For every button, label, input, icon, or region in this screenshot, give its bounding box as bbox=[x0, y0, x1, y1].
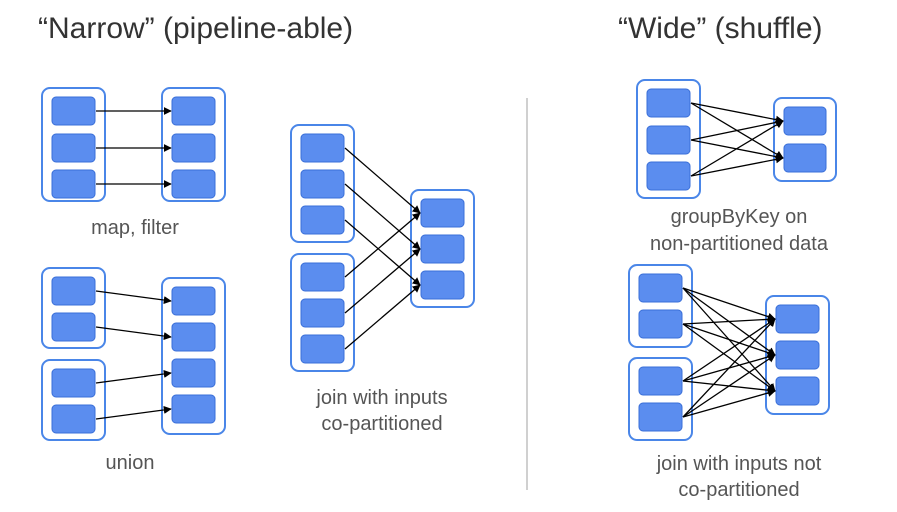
dependency-arrow bbox=[682, 389, 776, 418]
dependency-arrow bbox=[344, 284, 421, 350]
partition bbox=[171, 169, 216, 199]
dependency-arrow bbox=[682, 318, 776, 382]
dependency-arrow bbox=[95, 326, 172, 341]
partition bbox=[171, 96, 216, 126]
dependency-arrow bbox=[682, 323, 776, 357]
partition bbox=[638, 402, 683, 432]
partition bbox=[646, 88, 691, 118]
dependency-arrow bbox=[682, 287, 776, 321]
dependency-arrow bbox=[690, 120, 784, 177]
union-diagram bbox=[41, 267, 226, 441]
dependency-arrow bbox=[690, 118, 784, 141]
groupbykey-caption-line1: groupByKey on bbox=[670, 206, 808, 228]
partition bbox=[51, 276, 96, 306]
partition bbox=[300, 262, 345, 292]
partition bbox=[171, 394, 216, 424]
dependency-arrow bbox=[682, 323, 776, 392]
partition bbox=[638, 366, 683, 396]
dependency-arrow bbox=[344, 147, 421, 214]
join-copartitioned-diagram bbox=[290, 124, 475, 372]
dependency-arrow bbox=[344, 183, 421, 250]
partition bbox=[775, 376, 820, 406]
partition bbox=[51, 368, 96, 398]
partition bbox=[420, 270, 465, 300]
dependency-arrow bbox=[682, 315, 776, 325]
partition bbox=[646, 161, 691, 191]
groupbykey-diagram bbox=[636, 79, 837, 199]
dependency-arrow bbox=[344, 212, 421, 278]
partition bbox=[51, 312, 96, 342]
dependency-arrow bbox=[690, 102, 784, 124]
partition bbox=[300, 169, 345, 199]
map-filter-diagram bbox=[41, 87, 226, 202]
partition bbox=[51, 133, 96, 163]
dependency-arrow bbox=[95, 290, 172, 305]
dependency-arrow bbox=[344, 248, 421, 314]
partition bbox=[638, 309, 683, 339]
partition bbox=[300, 298, 345, 328]
join-not-copartitioned-caption-line1: join with inputs not bbox=[656, 453, 822, 475]
section-divider bbox=[526, 98, 528, 490]
partition bbox=[783, 106, 827, 136]
dependency-arrow bbox=[95, 405, 172, 420]
join-copartitioned-caption-line1: join with inputs bbox=[316, 387, 448, 409]
wide-title: “Wide” (shuffle) bbox=[618, 12, 823, 45]
partition bbox=[783, 143, 827, 173]
dependency-arrow bbox=[682, 354, 776, 418]
join-not-copartitioned-diagram bbox=[628, 264, 830, 441]
dependency-arrow bbox=[344, 219, 421, 286]
partition bbox=[51, 404, 96, 434]
join-not-copartitioned-caption-line2: co-partitioned bbox=[678, 479, 800, 501]
partition bbox=[300, 205, 345, 235]
dependency-arrow bbox=[690, 155, 784, 177]
partition bbox=[646, 125, 691, 155]
dependency-arrow bbox=[682, 318, 776, 418]
partition bbox=[171, 286, 216, 316]
partition bbox=[300, 334, 345, 364]
groupbykey-caption-line2: non-partitioned data bbox=[650, 233, 828, 255]
union-caption: union bbox=[105, 452, 155, 474]
partition bbox=[638, 273, 683, 303]
partition bbox=[171, 358, 216, 388]
partition bbox=[420, 234, 465, 264]
map-filter-caption: map, filter bbox=[91, 217, 179, 239]
partition bbox=[420, 198, 465, 228]
partition bbox=[51, 169, 96, 199]
partition bbox=[775, 340, 820, 370]
dependency-arrow bbox=[95, 369, 172, 384]
partition bbox=[51, 96, 96, 126]
partition bbox=[300, 133, 345, 163]
partition bbox=[775, 304, 820, 334]
join-copartitioned-caption-line2: co-partitioned bbox=[321, 413, 443, 435]
narrow-title: “Narrow” (pipeline-able) bbox=[38, 12, 354, 45]
partition bbox=[171, 322, 216, 352]
partition bbox=[171, 133, 216, 163]
